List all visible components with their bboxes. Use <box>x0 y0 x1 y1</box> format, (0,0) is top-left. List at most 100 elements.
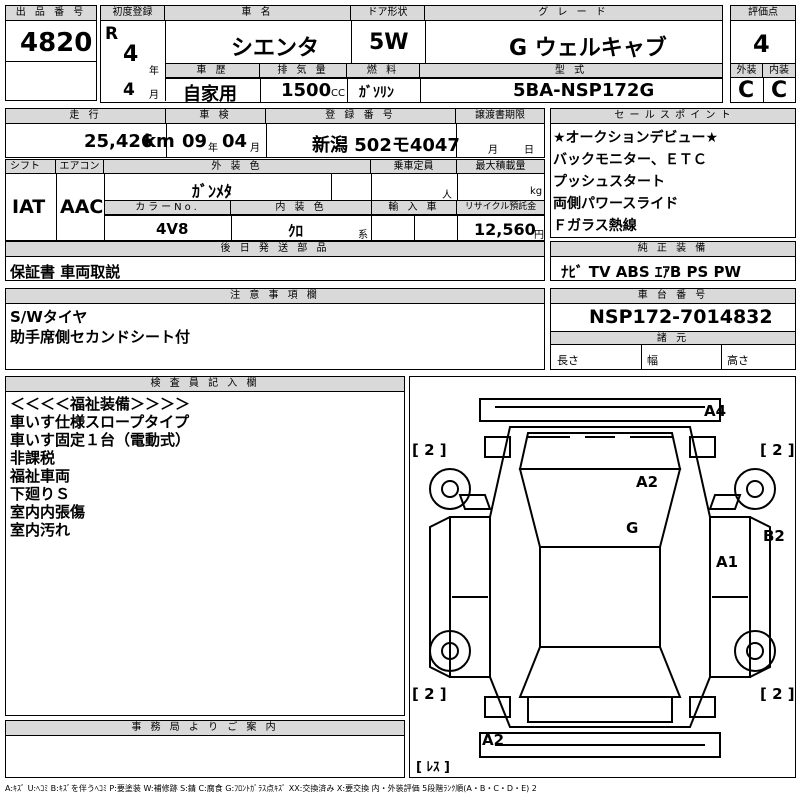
registration-value: 新潟 502モ4047 <box>312 135 460 156</box>
first-reg-month-unit: 月 <box>149 90 159 101</box>
chassis-header: 車 台 番 号 <box>551 289 795 304</box>
inspection-header: 車 検 <box>166 109 266 124</box>
transfer-month-unit: 月 <box>488 145 498 156</box>
door-type: 5W <box>369 30 409 55</box>
inspector-line-3: 車いす固定１台（電動式） <box>10 431 191 449</box>
inspector-line-6: 下廻りＳ <box>10 485 71 503</box>
recycle-header: リサイクル預託金 <box>457 201 544 215</box>
grade-value: G ウェルキャブ <box>509 36 667 61</box>
int-score: C <box>771 78 788 103</box>
registration-header: 登 録 番 号 <box>266 109 456 124</box>
recycle-unit: 円 <box>534 230 544 241</box>
displacement-header: 排 気 量 <box>260 64 347 78</box>
tire-rear-left: [ 2 ] <box>412 685 447 703</box>
capacity-unit: 人 <box>442 190 452 201</box>
model-code-header: 型 式 <box>420 64 722 78</box>
equipment-value: ﾅﾋﾞ TV ABS ｴｱB PS PW <box>561 263 742 281</box>
dim-length: 長さ <box>557 354 579 367</box>
legend: A:ｷｽﾞ U:ﾍｺﾐ B:ｷｽﾞを伴うﾍｺﾐ P:要塗装 W:補修跡 S:錆 … <box>5 784 537 793</box>
lot-header: 出 品 番 号 <box>6 6 96 21</box>
mark-a2-bottom: A2 <box>482 731 504 749</box>
lot-number: 4820 <box>20 28 93 58</box>
mark-a2-top: A2 <box>636 473 658 491</box>
car-diagram-box: [ 2 ] [ 2 ] [ 2 ] [ 2 ] A4 A2 G B2 A1 A2… <box>409 376 796 778</box>
equipment-header: 純 正 装 備 <box>551 242 795 257</box>
first-reg-month: 4 <box>123 80 135 100</box>
dimensions-header: 諸 元 <box>551 331 795 345</box>
door-header: ドア形状 <box>351 6 425 21</box>
displacement-value: 1500 <box>281 80 332 101</box>
int-score-label: 内装 <box>763 64 795 78</box>
first-reg-box: 初度登録 車 名 ドア形状 グ レ ー ド R 4 年 シエンタ 5W G ウェ… <box>100 5 723 105</box>
inspector-line-4: 非課税 <box>10 449 56 467</box>
inspector-line-1: ＜＜＜＜福祉装備＞＞＞＞ <box>10 395 191 413</box>
inspector-line-8: 室内汚れ <box>10 521 71 539</box>
fuel-value: ｶﾞｿﾘﾝ <box>359 85 394 101</box>
grade-header: グ レ ー ド <box>425 6 722 21</box>
first-reg-year: 4 <box>123 42 139 67</box>
car-name-header: 車 名 <box>165 6 351 21</box>
fuel-header: 燃 料 <box>347 64 420 78</box>
inspection-year: 09 <box>182 131 208 152</box>
later-docs-header: 後 日 発 送 部 品 <box>6 242 544 257</box>
later-docs-box: 後 日 発 送 部 品 保証書 車両取説 <box>5 241 545 281</box>
transfer-day-unit: 日 <box>524 145 534 156</box>
sales-point-5: Ｆガラス熱線 <box>553 218 637 234</box>
first-reg-era: R <box>105 24 119 44</box>
car-name: シエンタ <box>231 36 320 61</box>
mileage-header: 走 行 <box>6 109 166 124</box>
score-box: 評価点 4 外装 内装 C C <box>730 5 796 103</box>
shift-header: シフト <box>6 160 56 174</box>
first-reg-year-unit: 年 <box>149 66 159 77</box>
mark-a1: A1 <box>716 553 738 571</box>
history-value: 自家用 <box>183 84 237 105</box>
inspector-box: 検 査 員 記 入 欄 ＜＜＜＜福祉装備＞＞＞＞ 車いす仕様スロープタイプ 車い… <box>5 376 405 716</box>
dim-height: 高さ <box>727 354 749 367</box>
spec-box: シフト エアコン 外 装 色 乗車定員 最大積載量 IAT AAC ｶﾞﾝﾒﾀ … <box>5 159 545 241</box>
chassis-box: 車 台 番 号 NSP172-7014832 諸 元 長さ 幅 高さ <box>550 288 796 370</box>
sales-points-header: セ ー ル ス ポ イ ン ト <box>551 109 795 124</box>
notes-line-2: 助手席側セカンドシート付 <box>10 328 191 346</box>
office-box: 事 務 局 よ り ご 案 内 <box>5 720 405 778</box>
ext-score-label: 外装 <box>731 64 763 78</box>
recycle-value: 12,560 <box>474 220 536 239</box>
mark-a4: A4 <box>704 402 726 420</box>
capacity-header: 乗車定員 <box>371 160 457 174</box>
max-load-unit: kg <box>530 186 543 197</box>
later-docs-value: 保証書 車両取説 <box>10 263 121 281</box>
tire-rear-right: [ 2 ] <box>760 685 795 703</box>
inspection-month-unit: 月 <box>250 143 260 154</box>
inspector-line-2: 車いす仕様スロープタイプ <box>10 413 190 431</box>
inspection-month: 04 <box>222 131 248 152</box>
aircon-value: AAC <box>60 196 104 218</box>
displacement-unit: CC <box>331 88 345 99</box>
inspector-line-5: 福祉車両 <box>10 467 71 485</box>
dim-width: 幅 <box>647 354 658 367</box>
mark-b2: B2 <box>763 527 785 545</box>
import-header: 輸 入 車 <box>372 201 457 215</box>
color-no-value: 4V8 <box>156 220 189 238</box>
max-load-header: 最大積載量 <box>457 160 544 174</box>
score-header: 評価点 <box>731 6 795 21</box>
ext-score: C <box>738 78 755 103</box>
history-header: 車 歴 <box>166 64 260 78</box>
interior-color-value: ｸﾛ <box>288 222 304 240</box>
model-code-value: 5BA-NSP172G <box>513 80 655 101</box>
sales-point-3: プッシュスタート <box>553 174 665 190</box>
tire-front-left: [ 2 ] <box>412 441 447 459</box>
mileage-value: 25,426 <box>84 131 154 152</box>
car-diagram: [ 2 ] [ 2 ] [ 2 ] [ 2 ] A4 A2 G B2 A1 A2… <box>412 398 795 775</box>
inspector-header: 検 査 員 記 入 欄 <box>6 377 404 392</box>
first-reg-header: 初度登録 <box>101 6 165 21</box>
exterior-color-header: 外 装 色 <box>104 160 371 174</box>
notes-line-1: S/Wタイヤ <box>10 308 88 326</box>
inspector-line-7: 室内内張傷 <box>10 503 86 521</box>
exterior-color-value: ｶﾞﾝﾒﾀ <box>192 182 233 201</box>
inspection-year-unit: 年 <box>208 143 218 154</box>
transfer-header: 譲渡書期限 <box>456 109 544 124</box>
shift-value: IAT <box>12 196 46 218</box>
score-value: 4 <box>753 30 770 58</box>
equipment-box: 純 正 装 備 ﾅﾋﾞ TV ABS ｴｱB PS PW <box>550 241 796 281</box>
mileage-unit: km <box>144 131 175 152</box>
notes-header: 注 意 事 項 欄 <box>6 289 544 304</box>
